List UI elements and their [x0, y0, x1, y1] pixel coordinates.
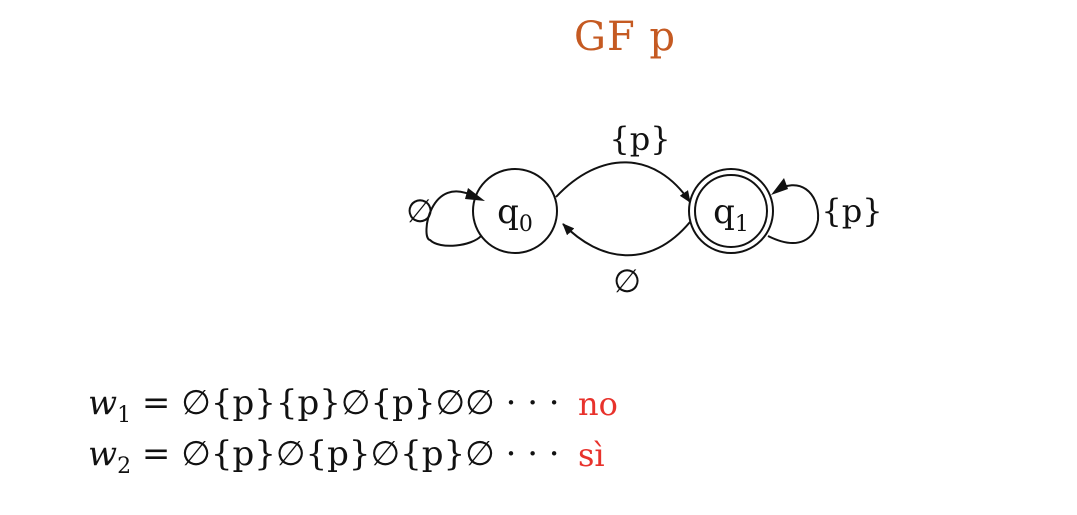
word-w1-name: w — [88, 383, 118, 423]
state-q1: q1 — [688, 168, 774, 254]
transition-q1-loop-label: {p} — [821, 192, 882, 230]
state-q0-label: q — [497, 192, 519, 232]
word-w2-name: w — [88, 434, 118, 474]
transition-q0-q1-label: {p} — [609, 120, 670, 158]
transition-q0-q1-edge — [555, 161, 691, 203]
word-w2-sequence: = ∅{p}∅{p}∅{p}∅ · · · — [141, 434, 560, 474]
transition-q1-loop-arrowhead — [771, 178, 788, 195]
word-w2-subscript: 2 — [117, 453, 132, 479]
word-w2: w2 = ∅{p}∅{p}∅{p}∅ · · · — [88, 434, 560, 479]
word-w1-sequence: = ∅{p}{p}∅{p}∅∅ · · · — [141, 383, 560, 423]
word-w1-subscript: 1 — [117, 402, 132, 428]
state-q0-subscript: 0 — [519, 212, 533, 237]
transition-q0-loop-edge — [425, 190, 482, 247]
transition-q1-q0-label: ∅ — [613, 262, 641, 300]
word-w2-answer: sì — [578, 436, 605, 474]
transition-q0-loop-arrowhead — [465, 188, 485, 201]
formula-title: GF p — [573, 14, 677, 60]
state-q0: q0 — [472, 168, 558, 254]
word-w1: w1 = ∅{p}{p}∅{p}∅∅ · · · — [88, 383, 560, 428]
state-q1-subscript: 1 — [735, 212, 749, 237]
svg-text:q0: q0 — [497, 192, 533, 237]
state-q1-label: q — [713, 192, 735, 232]
transition-q0-loop-label: ∅ — [406, 192, 434, 230]
transition-q1-loop-edge — [767, 184, 820, 244]
svg-text:q1: q1 — [713, 192, 749, 237]
transition-q1-q0-edge — [562, 221, 691, 257]
word-w1-answer: no — [578, 385, 618, 423]
